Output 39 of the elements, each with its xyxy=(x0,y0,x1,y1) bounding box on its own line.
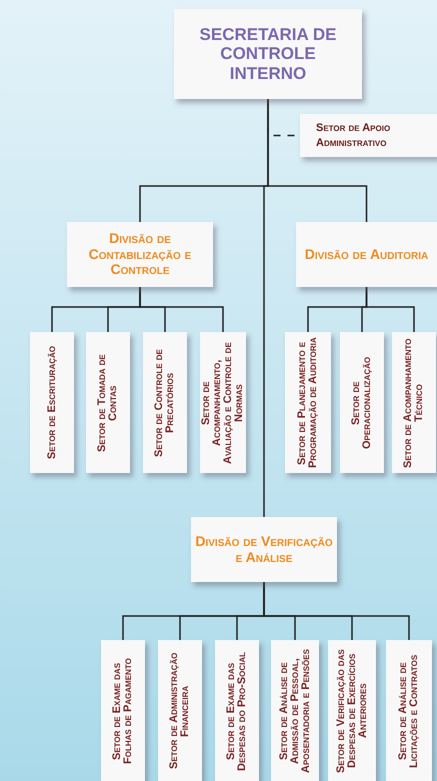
node-label: Setor de Administração Financeira xyxy=(169,651,191,771)
node-label: Setor de Verificação das Despesas de Exercícios Anteriores xyxy=(336,648,368,774)
node-label: Setor de Operacionalização xyxy=(351,355,373,451)
sector-box xyxy=(392,332,436,473)
sector-box xyxy=(271,640,319,781)
division-box xyxy=(191,517,337,582)
sector-box xyxy=(101,640,145,781)
connector-line xyxy=(366,287,415,332)
connector-line xyxy=(139,287,224,332)
node-label: Divisão de Auditoria xyxy=(304,246,430,262)
sector-box xyxy=(285,332,331,473)
connector-line xyxy=(263,99,269,517)
node-label: Setor de Controle de Precatórios xyxy=(154,348,176,458)
sector-box xyxy=(158,640,202,781)
node-label: Divisão de Contabilização e Controle xyxy=(88,231,192,278)
sector-box xyxy=(328,640,376,781)
sector-box xyxy=(340,332,384,473)
title-box xyxy=(174,9,362,99)
node-label: Setor de Apoio Administrativo xyxy=(315,120,392,150)
node-label: Setor de Acompanhamento, Avaliação e Controle de Normas xyxy=(201,340,245,466)
node-label: Setor de Análise de Admissão de Pessoal, Aposentadoria e Pensões xyxy=(278,648,312,775)
sector-box xyxy=(215,640,259,781)
sector-box xyxy=(30,332,74,473)
node-label: Setor de Escrituração xyxy=(46,346,58,460)
node-label: Setor de Acompanhamento Técnico xyxy=(403,336,425,468)
node-label: Setor de Tomada de Contas xyxy=(97,352,119,454)
division-box xyxy=(296,222,437,287)
sector-box xyxy=(143,332,187,473)
node-label: Setor de Análise de Licitações e Contratos xyxy=(398,652,420,770)
sector-box xyxy=(86,332,130,473)
connector-line xyxy=(263,582,410,640)
node-label: Setor de Exame das Despesas do Pro-Social xyxy=(226,650,248,772)
division-box xyxy=(67,222,213,287)
node-label: SECRETARIA DE CONTROLE INTERNO xyxy=(198,24,338,84)
sector-box xyxy=(386,640,432,781)
node-label: Setor de Planejamento e Programação de Auditoria xyxy=(297,336,319,468)
node-label: Setor de Exame das Folhas de Pagamento xyxy=(112,656,134,766)
org-box xyxy=(300,114,437,157)
node-label: Divisão de Verificação e Análise xyxy=(194,534,334,565)
